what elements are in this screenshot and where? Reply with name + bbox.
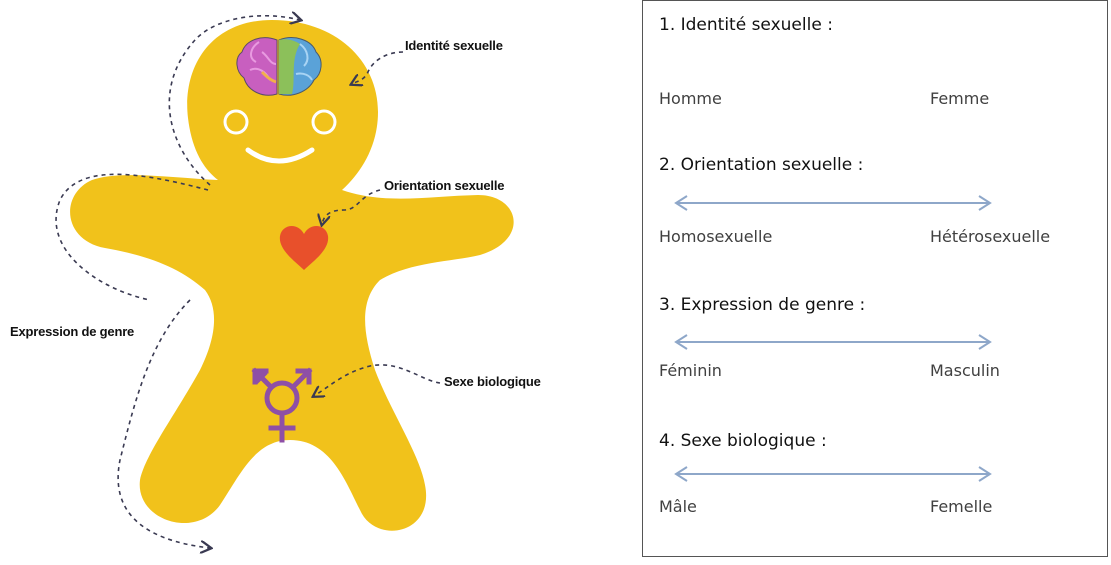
brain-icon xyxy=(237,38,321,96)
pole-left-sexe: Mâle xyxy=(659,497,697,516)
genderbread-figure: Identité sexuelle Orientation sexuelle E… xyxy=(0,0,620,560)
pole-left-orientation: Homosexuelle xyxy=(659,227,772,246)
double-arrow-sexe xyxy=(673,465,993,483)
pole-right-expression: Masculin xyxy=(930,361,1000,380)
gingerbread-illustration xyxy=(0,0,620,560)
callout-expression-de-genre: Expression de genre xyxy=(10,324,134,339)
section-heading-orientation: 2. Orientation sexuelle : xyxy=(659,155,863,175)
double-arrow-expression xyxy=(673,333,993,351)
section-heading-sexe: 4. Sexe biologique : xyxy=(659,431,827,451)
gingerbread-body xyxy=(70,20,514,531)
spectrum-panel: 1. Identité sexuelle : Homme Femme 2. Or… xyxy=(642,0,1108,557)
callout-sexe-biologique: Sexe biologique xyxy=(444,374,541,389)
double-arrow-orientation xyxy=(673,194,993,212)
callout-identite-sexuelle: Identité sexuelle xyxy=(405,38,503,53)
section-heading-expression: 3. Expression de genre : xyxy=(659,295,865,315)
pole-right-orientation: Hétérosexuelle xyxy=(930,227,1050,246)
callout-orientation-sexuelle: Orientation sexuelle xyxy=(384,178,504,193)
pole-left-identite: Homme xyxy=(659,89,722,108)
pole-right-identite: Femme xyxy=(930,89,989,108)
pole-right-sexe: Femelle xyxy=(930,497,992,516)
section-heading-identite: 1. Identité sexuelle : xyxy=(659,15,833,35)
pole-left-expression: Féminin xyxy=(659,361,722,380)
